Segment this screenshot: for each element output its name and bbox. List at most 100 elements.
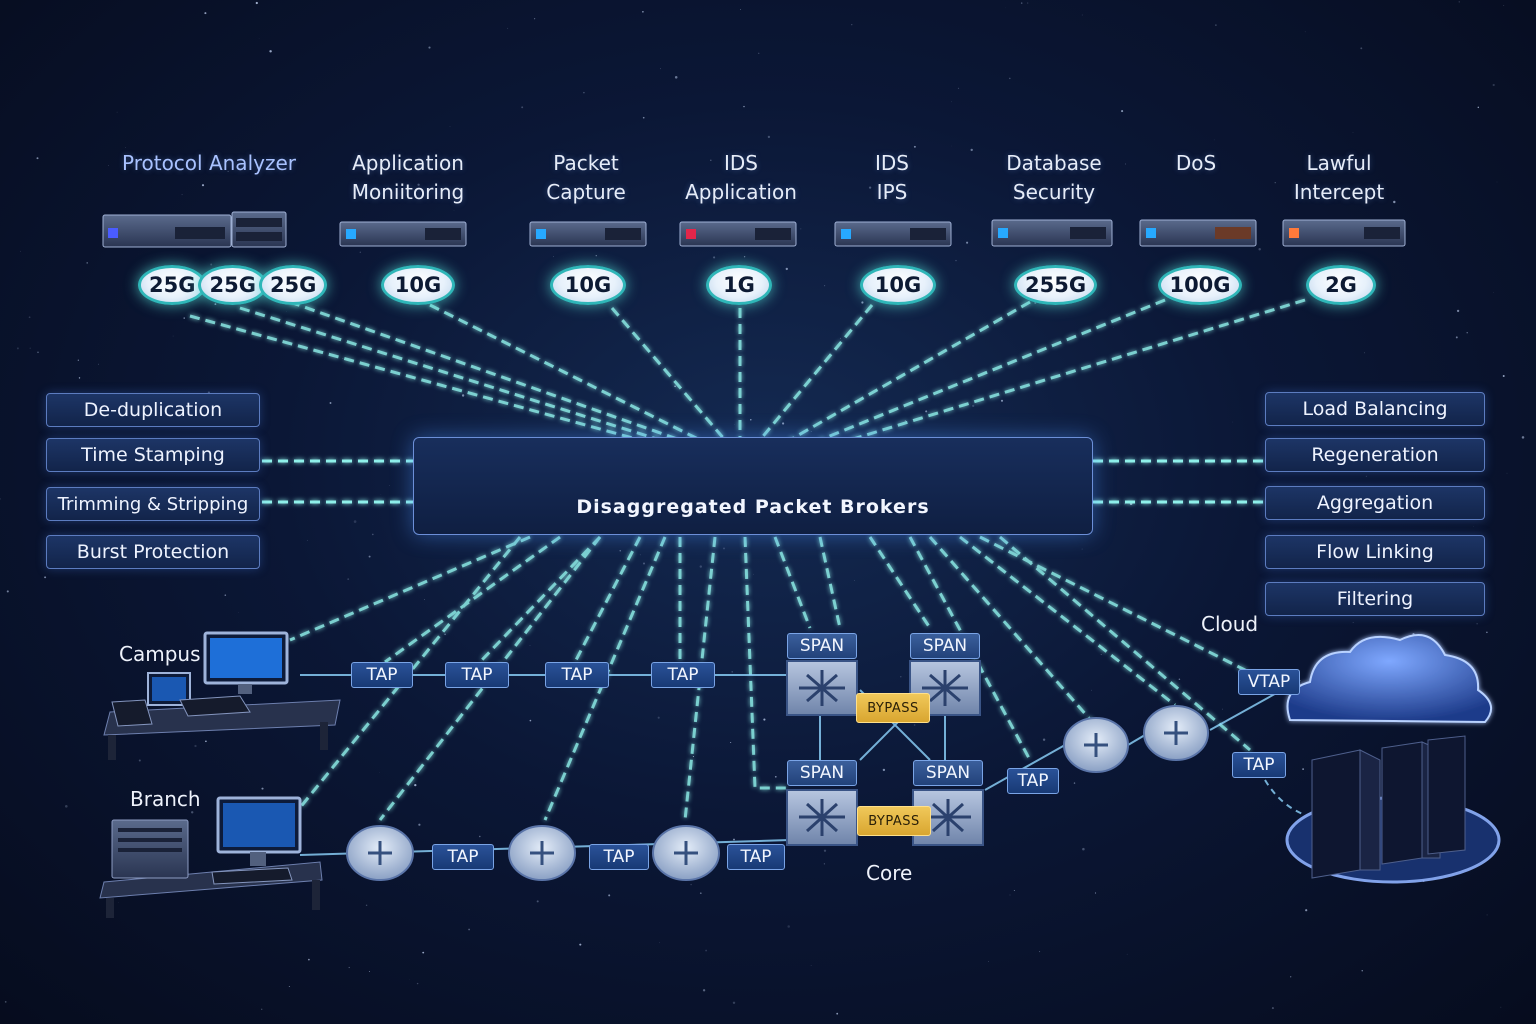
- star: [882, 768, 886, 772]
- star: [368, 555, 371, 558]
- star: [972, 404, 975, 408]
- star: [86, 262, 88, 264]
- star: [20, 250, 21, 252]
- star: [529, 719, 532, 722]
- star: [732, 1001, 736, 1005]
- database-security-device: [991, 219, 1113, 247]
- star: [1258, 247, 1261, 251]
- star: [536, 900, 539, 903]
- bypass-bottom: BYPASS: [857, 806, 931, 836]
- star: [785, 267, 788, 271]
- router-link: [1127, 734, 1146, 746]
- tap-core: TAP: [1007, 768, 1059, 794]
- star: [710, 159, 712, 162]
- uplink-8: [789, 300, 1031, 442]
- star: [1121, 110, 1124, 113]
- data-center: [1285, 735, 1501, 884]
- star: [118, 901, 119, 903]
- core-label: Core: [866, 861, 913, 885]
- rate-badge: 25G: [258, 265, 328, 305]
- span-top-right: SPAN: [910, 633, 980, 659]
- bypass-top: BYPASS: [856, 693, 930, 723]
- tap-campus-1: TAP: [351, 662, 413, 688]
- function-trimming-stripping: Trimming & Stripping: [46, 487, 260, 521]
- uplink-9: [819, 298, 1166, 442]
- protocol-analyzer-device: [102, 211, 287, 248]
- star: [1125, 163, 1126, 165]
- function-flow-linking: Flow Linking: [1265, 535, 1485, 569]
- star: [348, 966, 350, 969]
- core-to-cloud: [984, 744, 1066, 791]
- star: [389, 485, 390, 486]
- rate-group-lawful-intercept: 2G: [1306, 265, 1376, 305]
- star: [1302, 768, 1304, 770]
- star: [210, 263, 213, 266]
- star: [854, 580, 856, 582]
- star: [1361, 970, 1363, 972]
- star: [690, 883, 692, 886]
- uplink-10: [849, 298, 1306, 442]
- star: [699, 892, 702, 895]
- tool-label-ids-ips: IDS IPS: [797, 149, 987, 207]
- cloud-shape: [1286, 634, 1493, 724]
- star: [342, 358, 344, 360]
- star: [1213, 139, 1215, 141]
- star: [1091, 689, 1092, 691]
- function-filtering: Filtering: [1265, 582, 1485, 616]
- star: [261, 787, 264, 790]
- star: [204, 12, 207, 15]
- star: [227, 170, 229, 172]
- rate-group-dos: 100G: [1158, 265, 1242, 305]
- tool-label-database-security-line2: Security: [1012, 180, 1096, 204]
- star: [1013, 890, 1015, 891]
- downlink-11: [773, 536, 812, 629]
- rate-badge: 10G: [860, 265, 936, 305]
- star: [261, 1008, 263, 1010]
- star: [1094, 892, 1097, 894]
- star: [705, 949, 708, 952]
- star: [1393, 200, 1396, 204]
- star: [713, 256, 716, 259]
- star: [824, 285, 826, 287]
- tap-datacenter: TAP: [1232, 752, 1286, 778]
- star: [823, 863, 825, 865]
- star: [28, 316, 31, 319]
- tool-label-dos-line1: DoS: [1175, 151, 1217, 175]
- star: [608, 894, 611, 897]
- star: [371, 533, 374, 536]
- star: [913, 724, 916, 726]
- star: [1000, 399, 1004, 402]
- star: [595, 255, 597, 257]
- star: [674, 76, 678, 79]
- star: [1502, 375, 1505, 377]
- broker-title: Disaggregated Packet Brokers: [576, 496, 930, 518]
- tool-label-packet-capture-line2: Capture: [546, 180, 626, 204]
- cloud-label: Cloud: [1201, 612, 1259, 636]
- star: [6, 590, 9, 593]
- star: [539, 358, 541, 359]
- star: [29, 347, 31, 349]
- star: [365, 904, 368, 907]
- star: [660, 68, 661, 70]
- star: [416, 982, 419, 985]
- span-bottom-right: SPAN: [913, 760, 983, 786]
- tool-appliances: [102, 211, 1406, 248]
- rate-badge: 10G: [381, 265, 455, 305]
- star: [1011, 156, 1013, 159]
- star: [468, 928, 470, 931]
- star: [1503, 4, 1505, 6]
- star: [422, 951, 425, 954]
- star: [423, 360, 425, 362]
- uplink-2: [239, 306, 661, 442]
- star: [1250, 628, 1252, 630]
- star: [674, 385, 676, 388]
- star: [255, 1, 258, 5]
- datacenter-link: [1264, 779, 1306, 816]
- rate-badge: 100G: [1158, 265, 1242, 305]
- star: [380, 494, 382, 495]
- lawful-intercept-device: [1282, 219, 1406, 247]
- star: [1271, 1007, 1274, 1010]
- rate-group-ids-application: 1G: [706, 265, 772, 305]
- tool-label-application-monitoring: Application Moniitoring: [313, 149, 503, 207]
- star: [731, 671, 733, 673]
